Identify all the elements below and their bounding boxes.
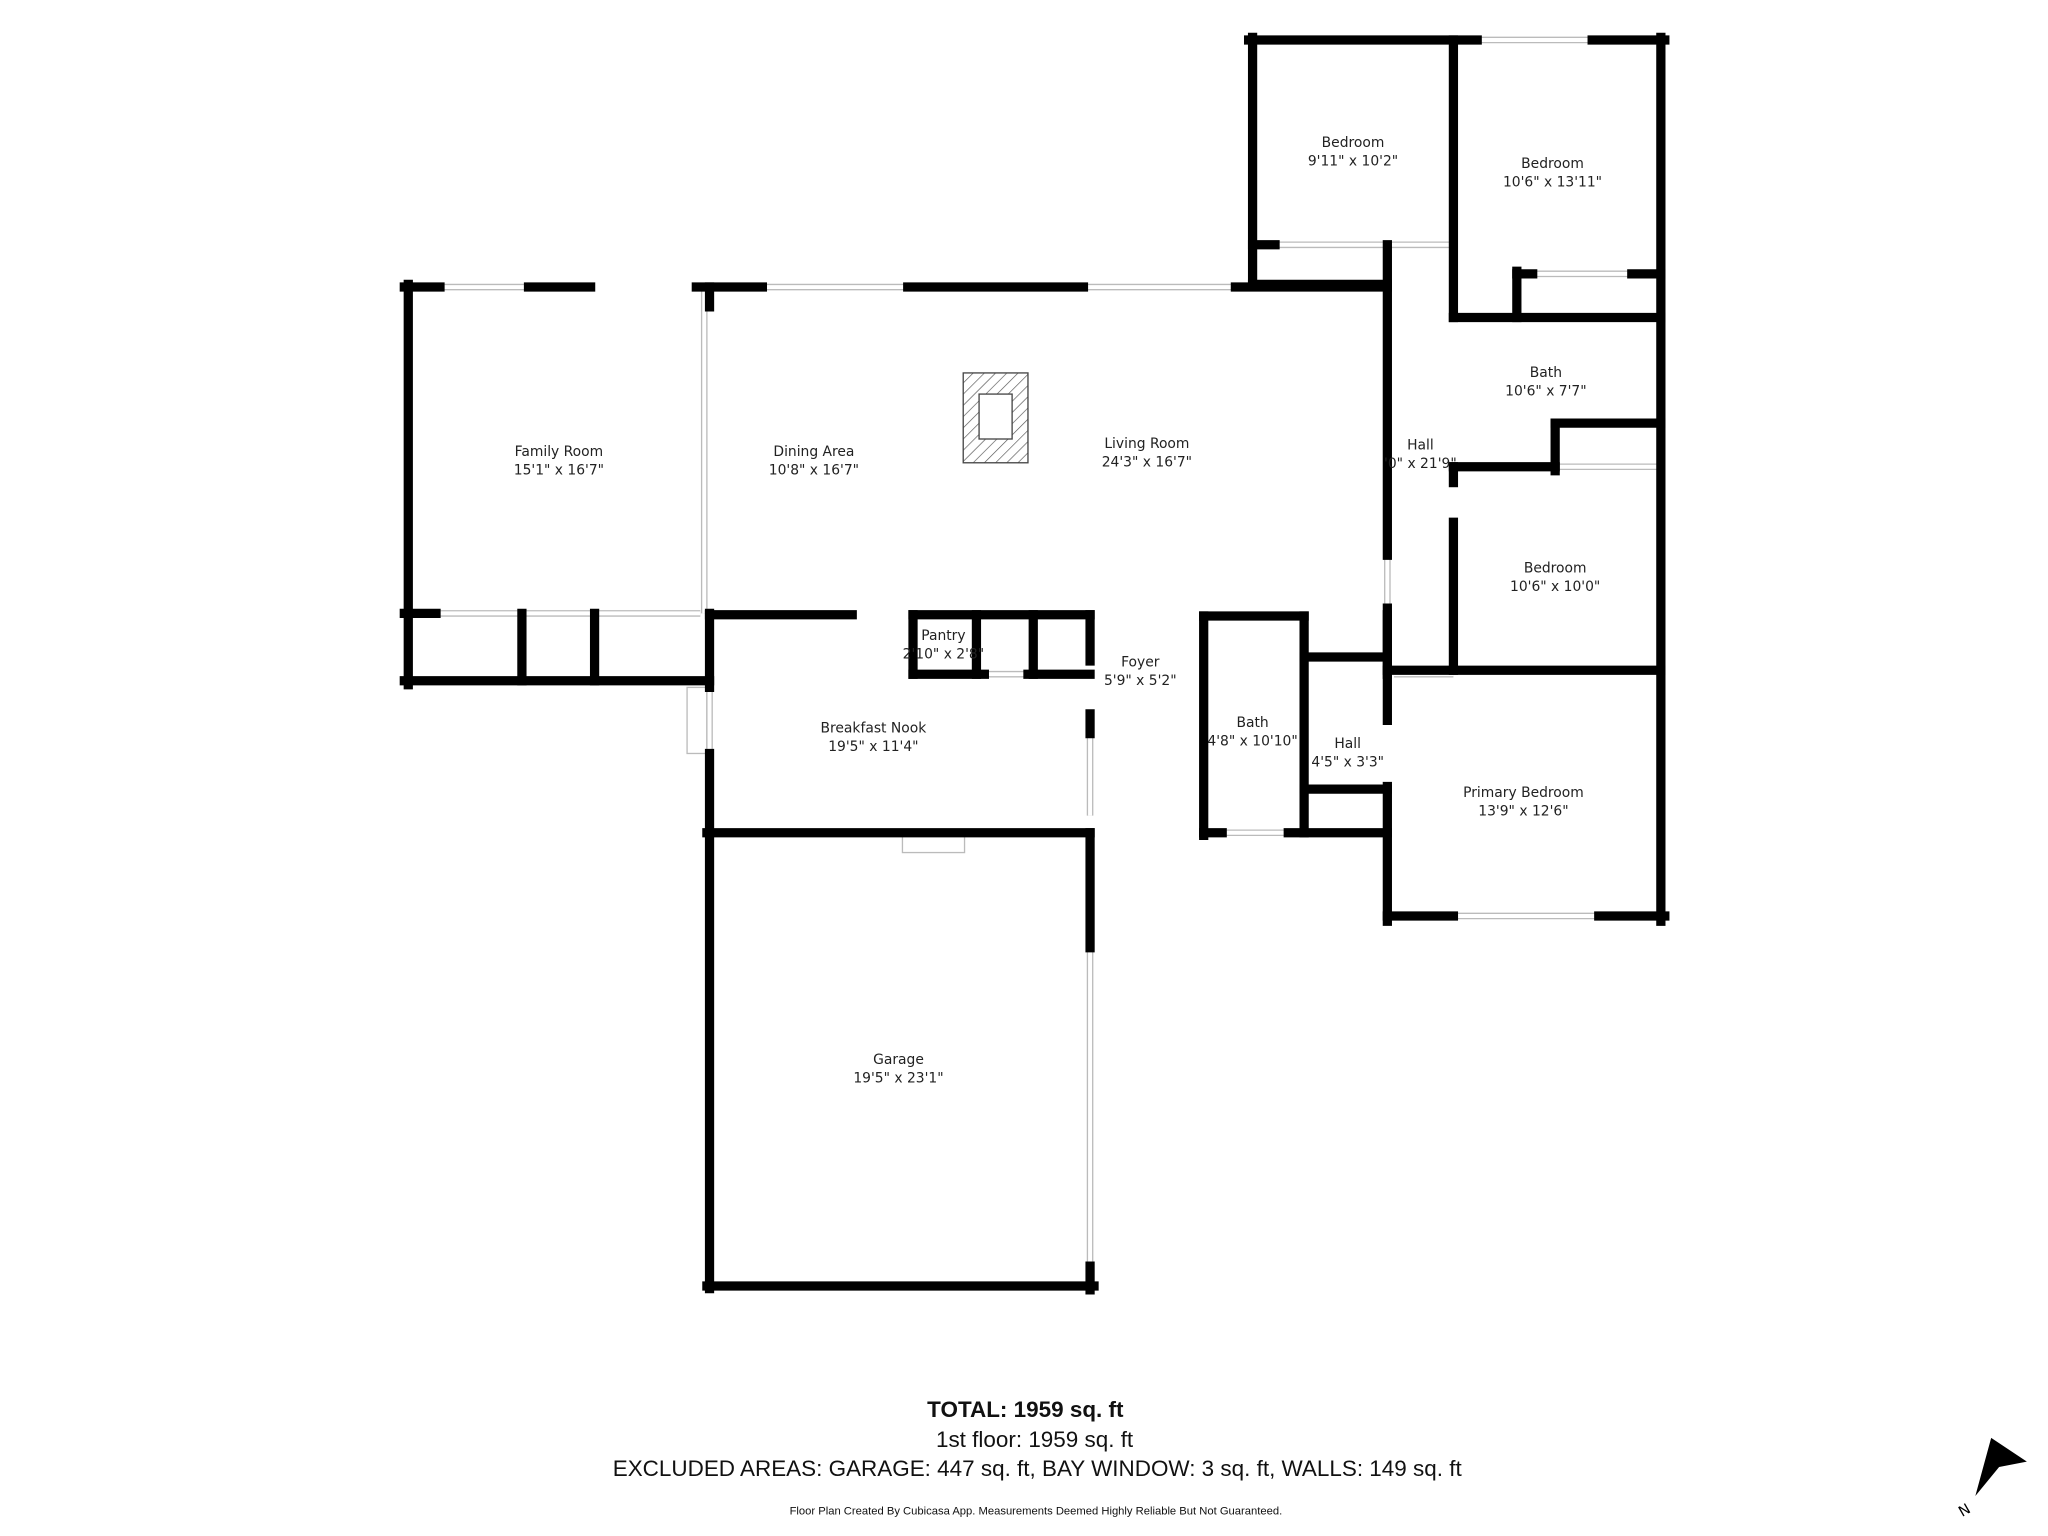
room-name: Hall [1334,736,1361,752]
room-label: Bedroom 10'6" x 13'11" [1503,156,1602,190]
room-label: Living Room 24'3" x 16'7" [1102,436,1192,470]
room-name: Bedroom [1521,156,1584,172]
fireplace [962,372,1029,464]
room-dimensions: 4'5" x 3'3" [1311,755,1384,771]
room-name: Dining Area [773,444,854,460]
room-label: Bedroom 9'11" x 10'2" [1308,135,1398,169]
room-label: Hall '0" x 21'9" [1384,438,1457,472]
north-arrow-icon: N [1956,1437,2027,1521]
room-label: Hall 4'5" x 3'3" [1311,736,1384,770]
room-label: Bath 10'6" x 7'7" [1505,365,1586,399]
window [686,686,708,755]
total-area: TOTAL: 1959 sq. ft [927,1397,1124,1422]
room-dimensions: '0" x 21'9" [1384,456,1457,472]
room-name: Bath [1530,365,1562,381]
room-dimensions: 24'3" x 16'7" [1102,455,1192,471]
room-label: Bath 4'8" x 10'10" [1207,715,1297,749]
room-name: Hall [1407,438,1434,454]
room-name: Garage [873,1052,924,1068]
room-name: Pantry [921,628,965,644]
room-dimensions: 5'9" x 5'2" [1104,673,1177,689]
room-label: Breakfast Nook 19'5" x 11'4" [821,720,927,754]
room-dimensions: 10'6" x 7'7" [1505,383,1586,399]
room-dimensions: 19'5" x 23'1" [853,1070,943,1086]
room-label: Dining Area 10'8" x 16'7" [769,444,859,478]
floor-area: 1st floor: 1959 sq. ft [936,1427,1134,1452]
room-dimensions: 10'8" x 16'7" [769,463,859,479]
room-dimensions: 4'8" x 10'10" [1207,734,1297,750]
room-dimensions: 10'6" x 10'0" [1510,579,1600,595]
room-name: Breakfast Nook [821,720,927,736]
walls [399,32,1670,1295]
room-name: Bath [1236,715,1268,731]
room-label: Garage 19'5" x 23'1" [853,1052,943,1086]
room-name: Foyer [1121,654,1160,670]
compass-label: N [1956,1501,1973,1520]
room-label: Primary Bedroom 13'9" x 12'6" [1463,785,1584,819]
room-label: Pantry 2'10" x 2'8" [903,628,984,662]
room-name: Bedroom [1524,560,1587,576]
disclaimer: Floor Plan Created By Cubicasa App. Meas… [790,1506,1283,1518]
excluded-areas: EXCLUDED AREAS: GARAGE: 447 sq. ft, BAY … [613,1456,1463,1481]
room-dimensions: 19'5" x 11'4" [828,739,918,755]
room-dimensions: 15'1" x 16'7" [514,463,604,479]
room-name: Primary Bedroom [1463,785,1584,801]
room-dimensions: 9'11" x 10'2" [1308,153,1398,169]
room-label: Bedroom 10'6" x 10'0" [1510,560,1600,594]
room-label: Family Room 15'1" x 16'7" [514,444,604,478]
room-dimensions: 2'10" x 2'8" [903,646,984,662]
room-name: Bedroom [1322,135,1385,151]
room-dimensions: 10'6" x 13'11" [1503,175,1602,191]
room-label: Foyer 5'9" x 5'2" [1104,654,1177,688]
room-name: Living Room [1104,436,1189,452]
room-name: Family Room [515,444,603,460]
room-dimensions: 13'9" x 12'6" [1478,804,1568,820]
